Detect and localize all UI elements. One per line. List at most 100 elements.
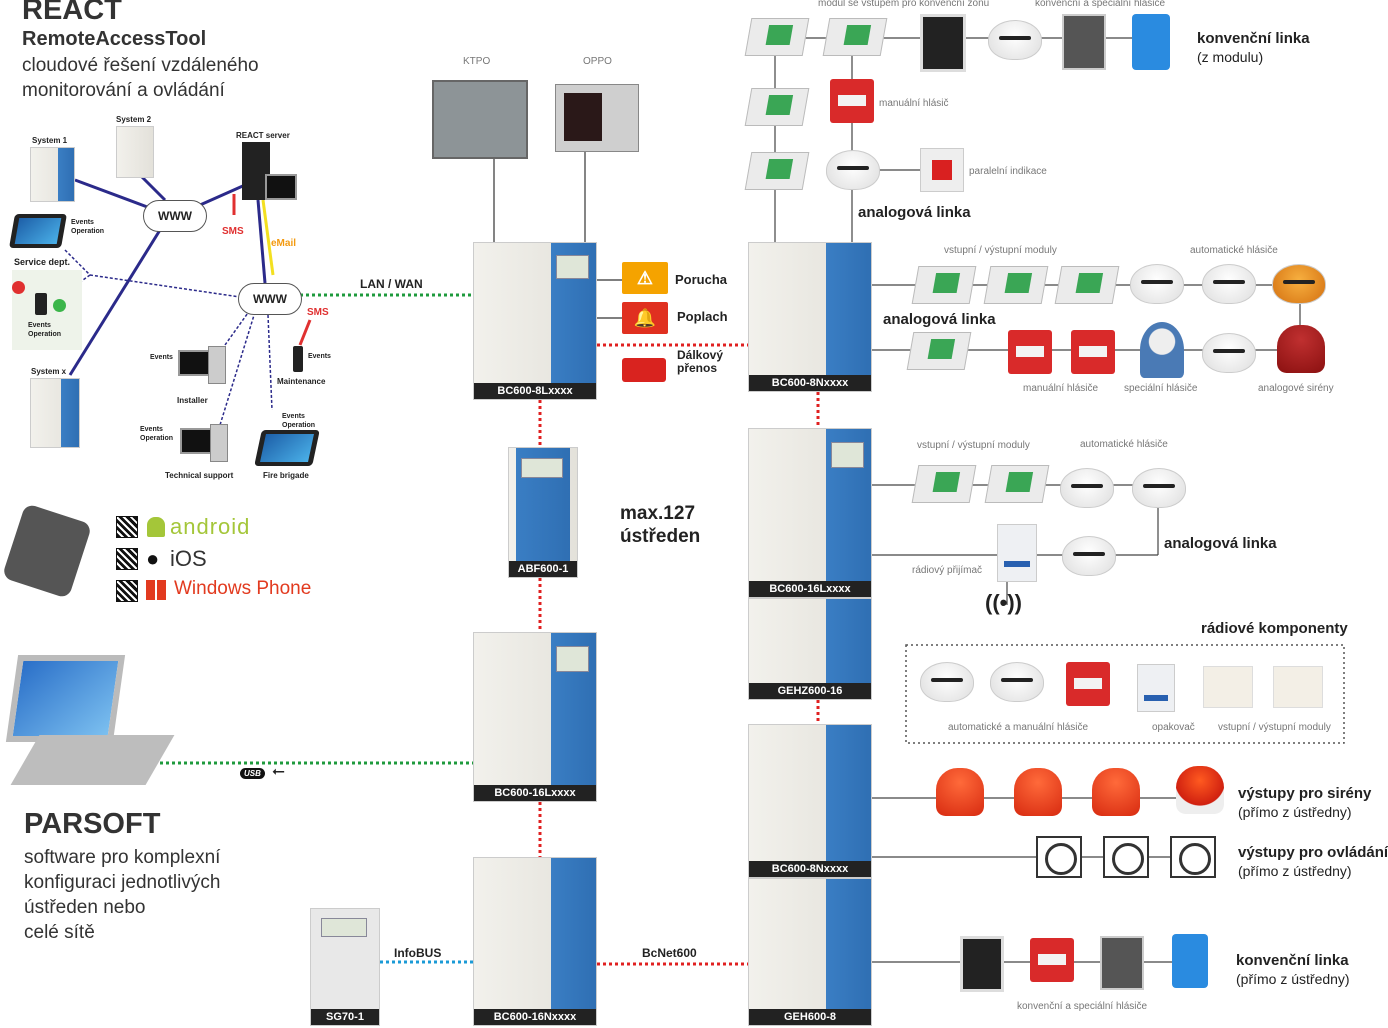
special-detector-icon — [1140, 322, 1184, 378]
konv-special-label: konvenční a speciální hlásiče — [1035, 0, 1166, 9]
oppo-label: OPPO — [583, 56, 612, 67]
siren-icon — [1014, 768, 1062, 816]
fan-output-icon — [1103, 836, 1149, 878]
system2-label: System 2 — [116, 115, 152, 124]
panel-label: BC600-8Lxxxx — [474, 383, 596, 399]
analog-detector-icon — [826, 150, 880, 190]
ios-label: iOS — [170, 546, 207, 571]
auto-detector-icon — [1062, 536, 1116, 576]
brigade-events: Events — [282, 413, 305, 420]
maintenance-label: Maintenance — [277, 377, 326, 386]
server-monitor-icon — [265, 170, 315, 210]
panel-label: BC600-8Nxxxx — [749, 861, 871, 877]
special-detector-icon — [1172, 934, 1208, 988]
panel-label: ABF600-1 — [509, 561, 577, 577]
auto-detector-icon — [1202, 333, 1256, 373]
qr-code-windows — [116, 580, 138, 602]
fan-output-icon — [1036, 836, 1082, 878]
parsoft-line-3: ústředen nebo — [24, 897, 146, 918]
www-cloud-top: WWW — [143, 200, 207, 232]
android-icon — [147, 517, 165, 537]
konv-special-bottom-label: konvenční a speciální hlásiče — [1017, 1001, 1148, 1012]
opakovac-label: opakovač — [1152, 722, 1195, 733]
auto-detector-icon — [1060, 468, 1114, 508]
lan-wan-label: LAN / WAN — [360, 277, 423, 291]
panel-sg70: SG70-1 — [310, 908, 380, 1026]
analog-linka-label-3: analogová linka — [1164, 535, 1277, 552]
apple-icon: ● — [146, 546, 160, 571]
support-operation: Operation — [140, 435, 174, 442]
konv-linka-label: konvenční linka — [1197, 30, 1310, 47]
installer-computer-icon — [178, 346, 228, 386]
react-title: REACT — [22, 0, 122, 26]
io-module-icon — [906, 332, 972, 370]
modul-konv-label: modul se vstupem pro konvenční zónu — [818, 0, 990, 9]
warning-icon: ⚠ — [622, 262, 668, 294]
radio-antenna-icon: ((•)) — [985, 590, 1023, 615]
manualni-hlasice-label: manuální hlásiče — [1023, 383, 1099, 394]
panel-bc600-8n-bottom: BC600-8Nxxxx — [748, 724, 872, 878]
paralelni-label: paralelní indikace — [969, 166, 1047, 177]
analog-siren-icon — [1277, 325, 1325, 373]
panel-label: BC600-16Lxxxx — [474, 785, 596, 801]
module-box-icon — [744, 18, 810, 56]
auto-hlasice-label-1: automatické hlásiče — [1190, 245, 1278, 256]
alarm-bell-icon: 🔔 — [622, 302, 668, 334]
fan-output-icon — [1170, 836, 1216, 878]
usb-icon: ⭠ — [272, 763, 285, 780]
siren-icon — [1092, 768, 1140, 816]
usb-badge: USB — [240, 768, 265, 779]
radiovy-prijimac-label: rádiový přijímač — [912, 565, 983, 576]
radio-io-module-icon — [1273, 666, 1323, 708]
system2-panel — [116, 126, 154, 178]
panel-gehz600: GEHZ600-16 — [748, 598, 872, 700]
system1-label: System 1 — [32, 136, 68, 145]
conventional-detector-icon — [988, 20, 1042, 60]
maintenance-phone-icon — [293, 346, 303, 372]
auto-manual-label: automatické a manuální hlásiče — [948, 722, 1089, 733]
primo-label-2: (přímo z ústředny) — [1238, 863, 1352, 879]
radio-detector-icon — [990, 662, 1044, 702]
system1-panel — [30, 147, 75, 202]
react-subtitle: RemoteAccessTool — [22, 28, 207, 50]
phone-events: Events — [28, 322, 51, 329]
orange-detector-icon — [1272, 264, 1326, 304]
service-tablet-icon — [9, 214, 67, 248]
panel-label: GEHZ600-16 — [749, 683, 871, 699]
manual-call-point-icon — [830, 79, 874, 123]
beacon-siren-icon — [1176, 766, 1224, 814]
radio-io-module-icon — [1203, 666, 1253, 708]
support-events: Events — [140, 426, 163, 433]
parsoft-line-1: software pro komplexní — [24, 847, 221, 868]
maintenance-events: Events — [308, 353, 331, 360]
primo-label-3: (přímo z ústředny) — [1236, 971, 1350, 987]
react-server-label: REACT server — [236, 131, 290, 140]
io-moduly-label-3: vstupní / výstupní moduly — [1218, 722, 1331, 733]
www-cloud-bottom: WWW — [238, 283, 302, 315]
radio-manual-call-point-icon — [1066, 662, 1110, 706]
conventional-module-icon — [822, 18, 888, 56]
manual-call-point-icon — [1071, 330, 1115, 374]
android-label: android — [170, 514, 251, 539]
panel-bc600-8n-top: BC600-8Nxxxx — [748, 242, 872, 392]
fire-brigade-tablet-icon — [254, 430, 320, 466]
systemx-label: System x — [31, 367, 67, 376]
max-panels-line2: ústředen — [620, 526, 701, 547]
porucha-label: Porucha — [675, 272, 728, 287]
io-module-icon — [1054, 266, 1120, 304]
specialni-hlasice-label: speciální hlásiče — [1124, 383, 1198, 394]
tablet-events: Events — [71, 219, 94, 226]
bcnet-label: BcNet600 — [642, 946, 697, 960]
support-computer-icon — [180, 424, 230, 464]
tablet-operation: Operation — [71, 228, 105, 235]
analog-sireny-label: analogové sirény — [1258, 383, 1334, 394]
react-description-2: monitorování a ovládání — [22, 80, 225, 101]
manualni-hlasic-label: manuální hlásič — [879, 98, 949, 109]
service-dept-label: Service dept. — [14, 257, 71, 267]
ktpo-label: KTPO — [463, 56, 491, 67]
auto-hlasice-label-2: automatické hlásiče — [1080, 439, 1168, 450]
technical-support-label: Technical support — [165, 471, 234, 480]
fire-truck-icon — [622, 358, 666, 382]
flame-detector-icon — [960, 936, 1004, 992]
